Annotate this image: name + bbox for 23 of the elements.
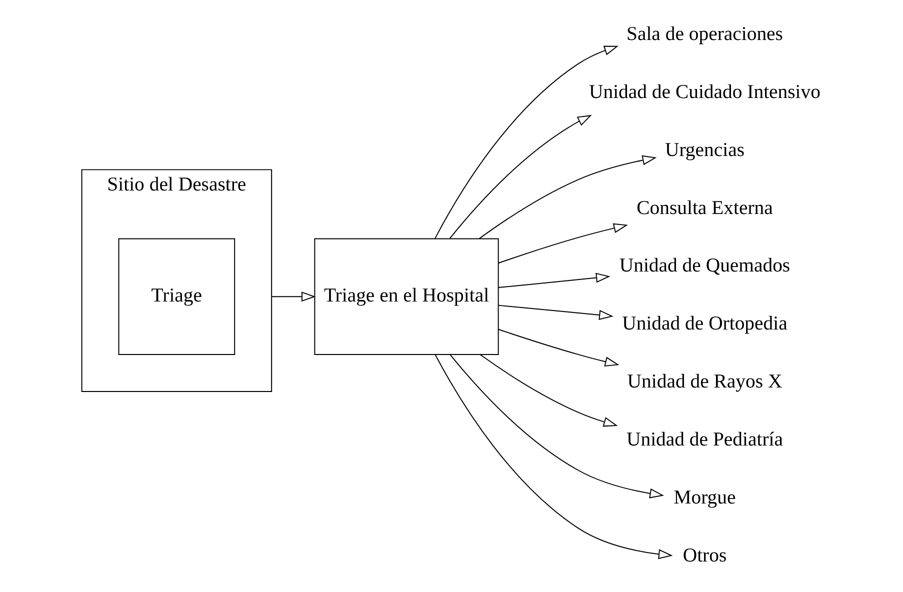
node-box: Triage en el Hospital [314, 238, 499, 356]
arrow [498, 272, 610, 288]
node-text: Unidad de Pediatría [626, 428, 783, 450]
node-text: Consulta Externa [636, 196, 773, 219]
arrow [271, 292, 316, 302]
arrow [434, 354, 673, 560]
node-box: Triage [118, 238, 236, 356]
arrow [450, 354, 664, 498]
arrow [478, 155, 657, 240]
node-text: Unidad de Cuidado Intensivo [589, 80, 820, 103]
node-text: Sala de operaciones [626, 23, 783, 46]
node-text: Urgencias [664, 138, 745, 161]
node-text: Unidad de Rayos X [627, 370, 782, 393]
node-text: Otros [682, 544, 727, 566]
arrow [498, 223, 628, 264]
arrow [480, 354, 618, 427]
arrow [449, 114, 592, 239]
node-text: Morgue [674, 486, 736, 508]
arrow [498, 328, 620, 367]
node-text: Unidad de Quemados [619, 254, 790, 277]
node-text: Unidad de Ortopedia [622, 312, 788, 335]
arrow [498, 304, 614, 320]
arrow [434, 46, 619, 239]
